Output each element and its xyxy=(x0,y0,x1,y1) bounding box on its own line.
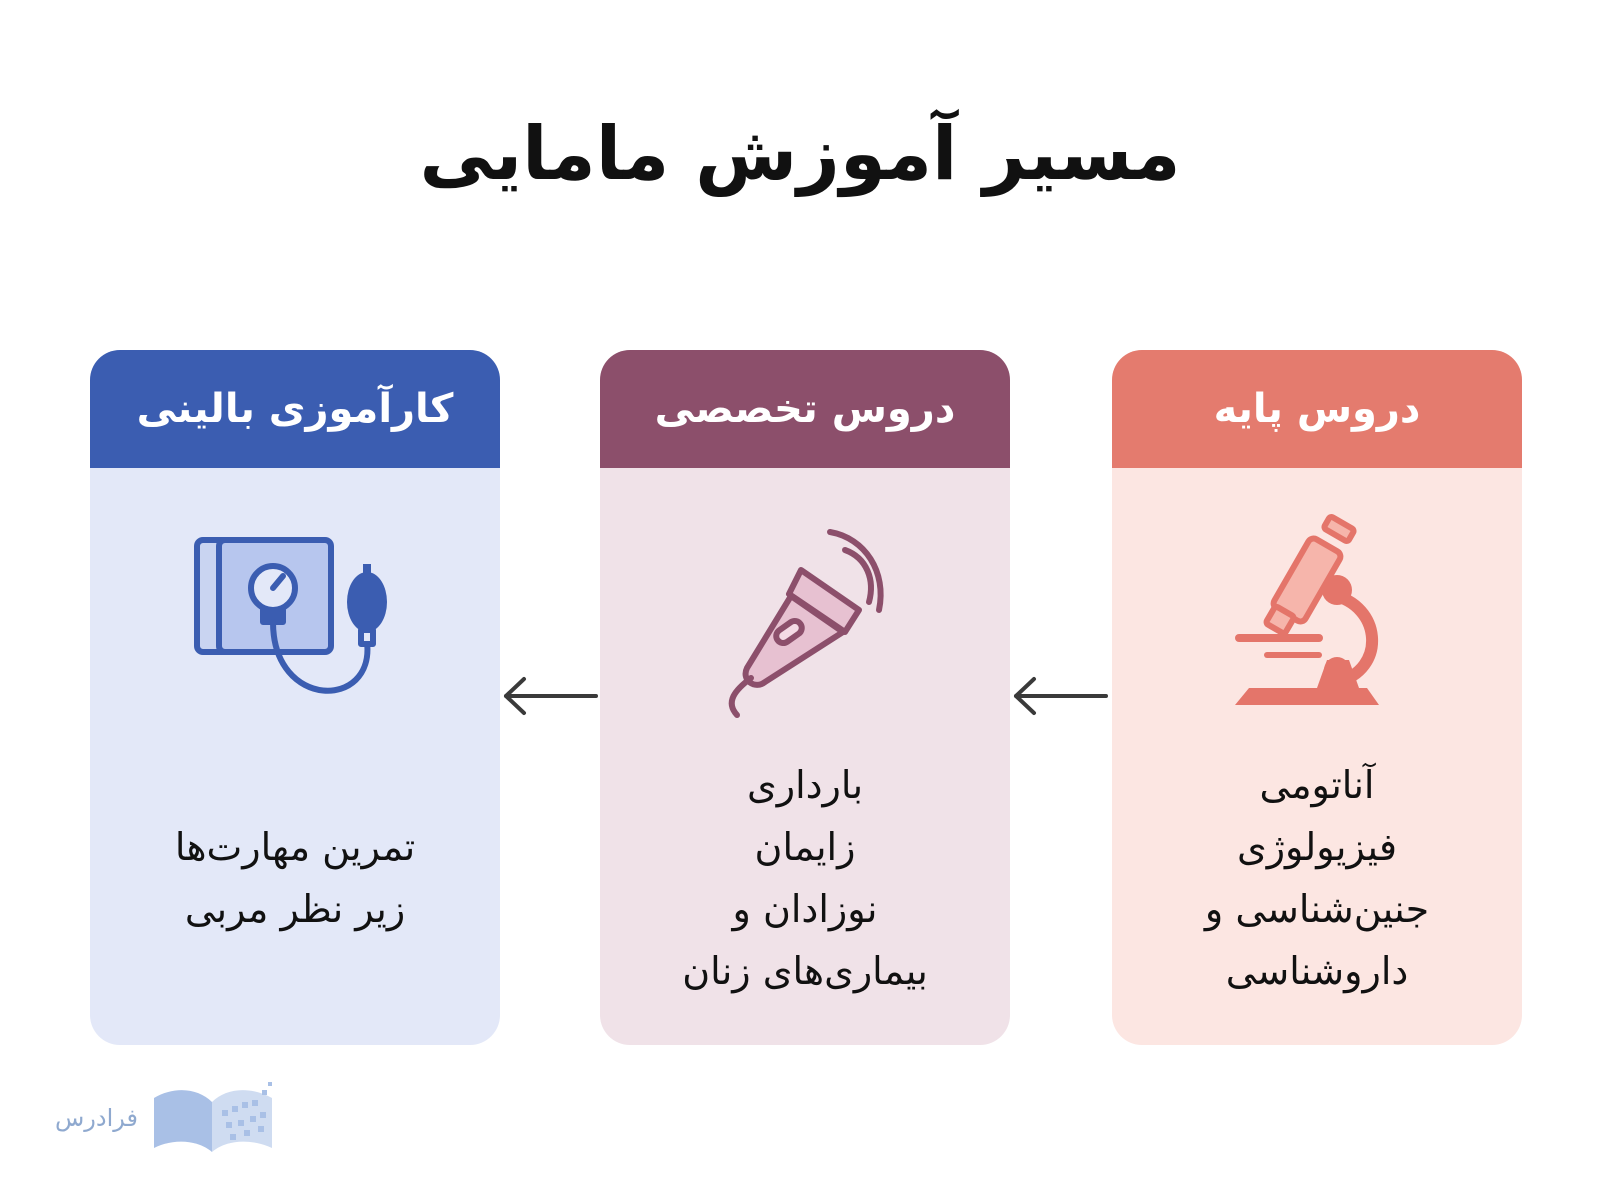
microscope-icon xyxy=(1207,510,1427,730)
card-clinical-internship: کارآموزی بالینی تمرین مهارت‌ها xyxy=(90,350,500,1045)
card-header: دروس پایه xyxy=(1112,350,1522,468)
course-item: زیر نظر مربی xyxy=(184,886,406,931)
card-header: دروس تخصصی xyxy=(600,350,1010,468)
course-item: نوزادان و xyxy=(732,886,878,931)
course-item: زایمان xyxy=(754,824,856,869)
card-course-list: تمرین مهارت‌ها زیر نظر مربی xyxy=(90,750,500,1005)
course-item: تمرین مهارت‌ها xyxy=(174,824,416,869)
card-basic-courses: دروس پایه آناتومی xyxy=(1112,350,1522,1045)
blood-pressure-monitor-icon xyxy=(185,510,405,730)
card-course-list: بارداری زایمان نوزادان و بیماری‌های زنان xyxy=(600,750,1010,1005)
book-logo-icon xyxy=(148,1078,278,1158)
course-item: جنین‌شناسی و xyxy=(1204,886,1430,931)
course-item: فیزیولوژی xyxy=(1236,824,1398,869)
course-item: داروشناسی xyxy=(1225,948,1409,993)
card-course-list: آناتومی فیزیولوژی جنین‌شناسی و داروشناسی xyxy=(1112,750,1522,1005)
page-title: مسیر آموزش مامایی xyxy=(419,111,1181,197)
logo: فرادرس xyxy=(55,1078,285,1158)
ultrasound-probe-icon xyxy=(695,510,915,730)
arrow-left-icon xyxy=(1010,676,1110,716)
logo-text: فرادرس xyxy=(55,1104,138,1132)
course-item: بیماری‌های زنان xyxy=(682,948,928,993)
card-specialized-courses: دروس تخصصی بارداری زایمان نوزادان و بیما… xyxy=(600,350,1010,1045)
course-item: بارداری xyxy=(746,762,864,807)
card-header: کارآموزی بالینی xyxy=(90,350,500,468)
arrow-left-icon xyxy=(500,676,600,716)
course-item: آناتومی xyxy=(1259,762,1375,807)
